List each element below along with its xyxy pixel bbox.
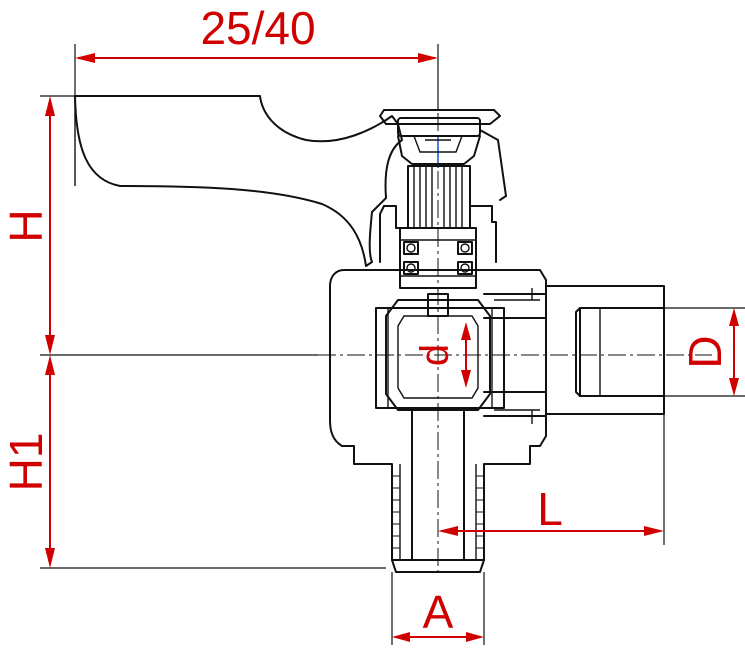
handle-lever <box>74 95 403 267</box>
center-lines <box>318 55 712 575</box>
dimension-port <box>729 308 739 396</box>
bore-label: d <box>413 344 457 366</box>
dimension-width <box>75 53 438 63</box>
width-label: 25/40 <box>200 2 315 54</box>
outlet-label: A <box>423 586 454 638</box>
dimension-height-upper <box>45 96 55 355</box>
valve-body <box>329 269 547 561</box>
bottom-outlet <box>391 407 485 573</box>
port-label: D <box>679 335 731 368</box>
length-label: L <box>537 483 563 535</box>
height-upper-label: H <box>0 209 52 242</box>
height-lower-label: H1 <box>0 433 52 492</box>
extension-lines <box>40 44 745 645</box>
top-cap <box>379 109 507 201</box>
dimension-outlet <box>392 632 484 642</box>
right-port <box>545 285 665 415</box>
dimension-length <box>438 526 664 536</box>
dimension-height-lower <box>45 355 55 568</box>
o-ring-section <box>399 227 477 289</box>
dimension-bore <box>461 322 471 388</box>
